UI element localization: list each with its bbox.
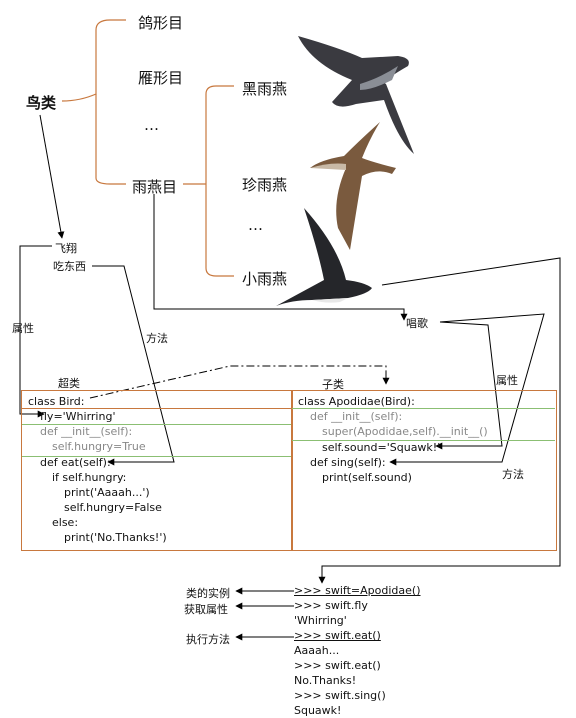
console-line: >>> swift.fly [294, 599, 368, 612]
bird-code-line: def eat(self): [40, 456, 111, 469]
root-to-behaviors-arrow [39, 114, 65, 239]
fly-label: 飞翔 [55, 242, 77, 255]
console-line: >>> swift.sing() [294, 689, 386, 702]
eat-label: 吃东西 [53, 260, 86, 273]
common-swift-image [298, 36, 414, 154]
little-swift-image [276, 208, 372, 306]
species-common-swift: 黑雨燕 [242, 80, 288, 98]
attribute-label-left: 属性 [12, 322, 34, 335]
swift-to-console-line [318, 257, 561, 584]
console-line: 'Whirring' [294, 614, 347, 627]
bird-code-line: self.hungry=False [64, 501, 162, 514]
apodidae-code-line: def sing(self): [310, 456, 386, 469]
method-arrow-right [389, 313, 545, 466]
get-attribute-annotation: 获取属性 [184, 603, 228, 616]
fork-tailed-swift-image [310, 122, 396, 250]
apodidae-code-line: print(self.sound) [322, 471, 412, 484]
bird-code-line: def __init__(self): [40, 425, 133, 438]
apodidae-init-section [292, 408, 555, 441]
bird-class-box [21, 390, 293, 551]
bird-code-line: else: [52, 516, 79, 529]
species-ellipsis: … [248, 216, 263, 234]
bird-code-line: print('No.Thanks!') [64, 531, 167, 544]
method-label-right: 方法 [502, 468, 524, 481]
apodidae-code-line: def __init__(self): [310, 410, 403, 423]
species-little-swift: 小雨燕 [242, 270, 288, 288]
method-label-left: 方法 [146, 332, 168, 345]
order-bracket [61, 19, 126, 185]
superclass-label: 超类 [58, 377, 80, 390]
order-ellipsis: … [144, 116, 159, 134]
apodidae-code-line: self.sound='Squawk!' [322, 441, 441, 454]
bird-code-line: class Bird: [28, 395, 85, 408]
attribute-label-right: 属性 [496, 374, 518, 387]
apodidae-class-box [291, 390, 557, 551]
apodiformes-to-sing-arrow [153, 194, 408, 321]
sing-label: 唱歌 [406, 317, 428, 330]
bird-init-section [22, 424, 291, 457]
species-swift-2: 珍雨燕 [242, 176, 288, 194]
species-bracket [183, 85, 234, 277]
console-line: >>> swift.eat() [294, 629, 381, 642]
console-line: >>> swift=Apodidae() [294, 584, 421, 597]
console-line: Aaaah... [294, 644, 340, 657]
attribute-arrow-right [435, 321, 503, 450]
subclass-label: 子类 [322, 378, 344, 391]
instance-annotation: 类的实例 [186, 587, 230, 600]
console-line: Squawk! [294, 704, 342, 717]
bird-code-line: fly='Whirring' [40, 410, 116, 423]
root-class-label: 鸟类 [26, 94, 57, 112]
apodidae-code-line: class Apodidae(Bird): [298, 395, 415, 408]
bird-code-line: self.hungry=True [52, 440, 146, 453]
console-line: No.Thanks! [294, 674, 357, 687]
console-line: >>> swift.eat() [294, 659, 381, 672]
inheritance-arrow [89, 365, 390, 399]
method-arrow-left [92, 265, 175, 466]
exec-method-annotation: 执行方法 [186, 633, 230, 646]
bird-code-line: if self.hungry: [52, 471, 127, 484]
order-anseriformes: 雁形目 [138, 69, 184, 87]
bird-code-line: print('Aaaah...') [64, 486, 150, 499]
bird-divider [22, 408, 291, 409]
attribute-arrow-left [19, 245, 52, 418]
order-apodiformes: 雨燕目 [132, 178, 178, 196]
apodidae-code-line: super(Apodidae,self).__init__() [322, 425, 488, 438]
order-columbiformes: 鸽形目 [138, 14, 184, 32]
